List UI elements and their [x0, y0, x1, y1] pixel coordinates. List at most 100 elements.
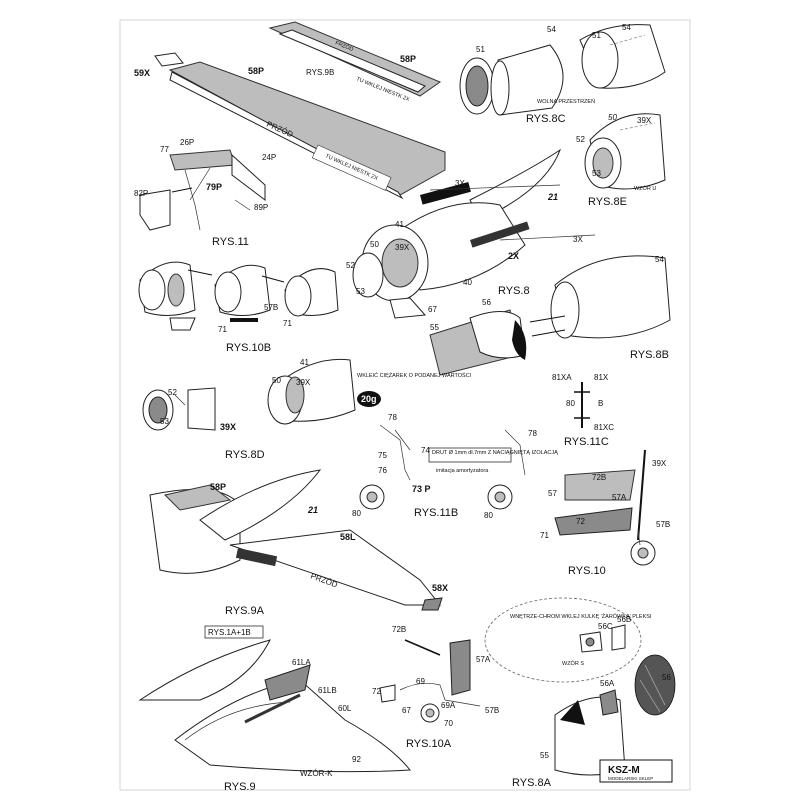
- label-3x-b: 3X: [455, 179, 465, 188]
- label-71-b: 71: [283, 319, 292, 328]
- label-78-b: 78: [528, 429, 537, 438]
- fin-57a: [449, 639, 471, 696]
- block-8d: [187, 387, 216, 431]
- ring-8d-a-inner: [148, 396, 168, 424]
- weight-blob: [357, 391, 381, 407]
- caption-rys9: RYS.9: [224, 781, 256, 793]
- glue-strip-9a: [235, 548, 278, 567]
- label-57b-10: 57B: [656, 520, 670, 529]
- label-70: 70: [444, 719, 453, 728]
- caption-rys10: RYS.10: [568, 565, 606, 577]
- pod-c-ring: [284, 275, 312, 317]
- yoke-69: [399, 683, 446, 701]
- label-51-b: 51: [592, 31, 601, 40]
- rail-1: [429, 184, 561, 191]
- strut-79p: [184, 169, 201, 231]
- leading-edge-9: [184, 701, 291, 741]
- caption-rys11: RYS.11: [212, 236, 249, 248]
- label-72b-10: 72B: [592, 473, 606, 482]
- label-gap: WOLNA PRZESTRZEŃ: [537, 98, 595, 105]
- line-57b: [444, 699, 481, 707]
- label-81x: 81X: [594, 373, 609, 382]
- tick-8d-1: [174, 394, 186, 406]
- fin-57: [564, 469, 636, 501]
- part-82p: [139, 189, 171, 231]
- fig-rys10b: 57B 71 71 RYS.10B: [138, 261, 339, 354]
- label-pattern-k: WZÓR-K: [300, 769, 333, 778]
- tube-54-ring: [581, 31, 619, 89]
- wing-58l: [229, 529, 442, 606]
- fig-rys8c: 51 54 51 54 WOLNA PRZESTRZEŃ RYS.8C: [459, 23, 666, 125]
- logo-frame: [599, 759, 673, 783]
- pod-b-ring: [214, 271, 242, 313]
- tip-58x: [421, 597, 443, 611]
- label-52-8: 52: [346, 261, 355, 270]
- brand-logo: KSZ-M MODELARSKI SKLEP: [599, 759, 673, 783]
- label-76: 76: [378, 466, 387, 475]
- part-56b-small: [611, 624, 626, 651]
- label-55-8a: 55: [540, 751, 549, 760]
- label-53-d: 53: [160, 417, 169, 426]
- tail-strut: [637, 529, 641, 546]
- ring-51-inner: [465, 65, 489, 107]
- fin-21: [469, 148, 562, 221]
- panel-56-shadow: [512, 320, 527, 360]
- label-26p: 26P: [180, 138, 194, 147]
- caption-rys8d: RYS.8D: [225, 449, 265, 461]
- shroud-54-ring: [550, 281, 580, 339]
- nacelle-8e-dash: [619, 122, 656, 131]
- tube-54-c: [497, 44, 564, 116]
- label-89p: 89P: [254, 203, 268, 212]
- strut-10b-b: [230, 318, 258, 322]
- fig-main-wing: 59X 58P PRZÓD TU WKLEJ NIESTK 2X: [134, 52, 446, 200]
- label-3x-a: 3X: [573, 235, 583, 244]
- label-58p-9a: 58P: [210, 482, 226, 492]
- part-67: [389, 297, 427, 319]
- label-71-a: 71: [218, 325, 227, 334]
- label-72-10: 72: [576, 517, 585, 526]
- wing-58p-9a: [164, 484, 232, 511]
- arrow-8b-1: [529, 315, 566, 323]
- fig-rys8d: 52 53 39X 41 50 39X WKLEIĆ CIĘŻAREK O PO…: [142, 358, 472, 461]
- label-pattern-u: WZÓR U: [634, 185, 656, 192]
- label-2x: 2X: [508, 251, 519, 261]
- label-56b: 56B: [617, 615, 631, 624]
- part-59x: [154, 52, 184, 67]
- fin-21-9a: [199, 469, 322, 541]
- tube-opening: [490, 60, 510, 116]
- label-79p: 79P: [206, 182, 222, 192]
- caption-rys8: RYS.8: [498, 285, 530, 297]
- label-61lb: 61LB: [318, 686, 337, 695]
- label-72b-10a: 72B: [392, 625, 406, 634]
- label-53-8: 53: [356, 287, 365, 296]
- label-60l: 60L: [338, 704, 352, 713]
- label-54-b: 54: [622, 23, 631, 32]
- nacelle-8a-shadow: [560, 700, 585, 725]
- fuselage-40: [399, 202, 526, 291]
- link-11b: [394, 429, 411, 451]
- caption-rys9b: RYS.9B: [306, 68, 334, 77]
- wheel-10a-hub: [425, 708, 435, 718]
- rail-2: [499, 234, 596, 241]
- label-pattern-s: WZÓR S: [562, 660, 584, 667]
- label-58p-top: 58P: [400, 54, 416, 64]
- label-40-8: 40: [463, 278, 472, 287]
- caption-rys10b: RYS.10B: [226, 342, 271, 354]
- label-72-10a: 72: [372, 687, 381, 696]
- label-52-d: 52: [168, 388, 177, 397]
- disc-hatch-1: [644, 664, 666, 706]
- leg-11b-right: [504, 429, 526, 476]
- label-55-8b: 55: [430, 323, 439, 332]
- wing-60l: [174, 679, 411, 773]
- label-54-8b: 54: [655, 255, 664, 264]
- caption-rys11b: RYS.11B: [414, 507, 458, 519]
- arrow-10b-1: [187, 269, 213, 276]
- pod-a-inner: [167, 273, 185, 307]
- label-39x-8: 39X: [395, 243, 410, 252]
- part-72-10a: [379, 684, 396, 703]
- label-21-9a: 21: [307, 505, 318, 515]
- tube-dash: [609, 34, 646, 46]
- label-74: 74: [421, 446, 430, 455]
